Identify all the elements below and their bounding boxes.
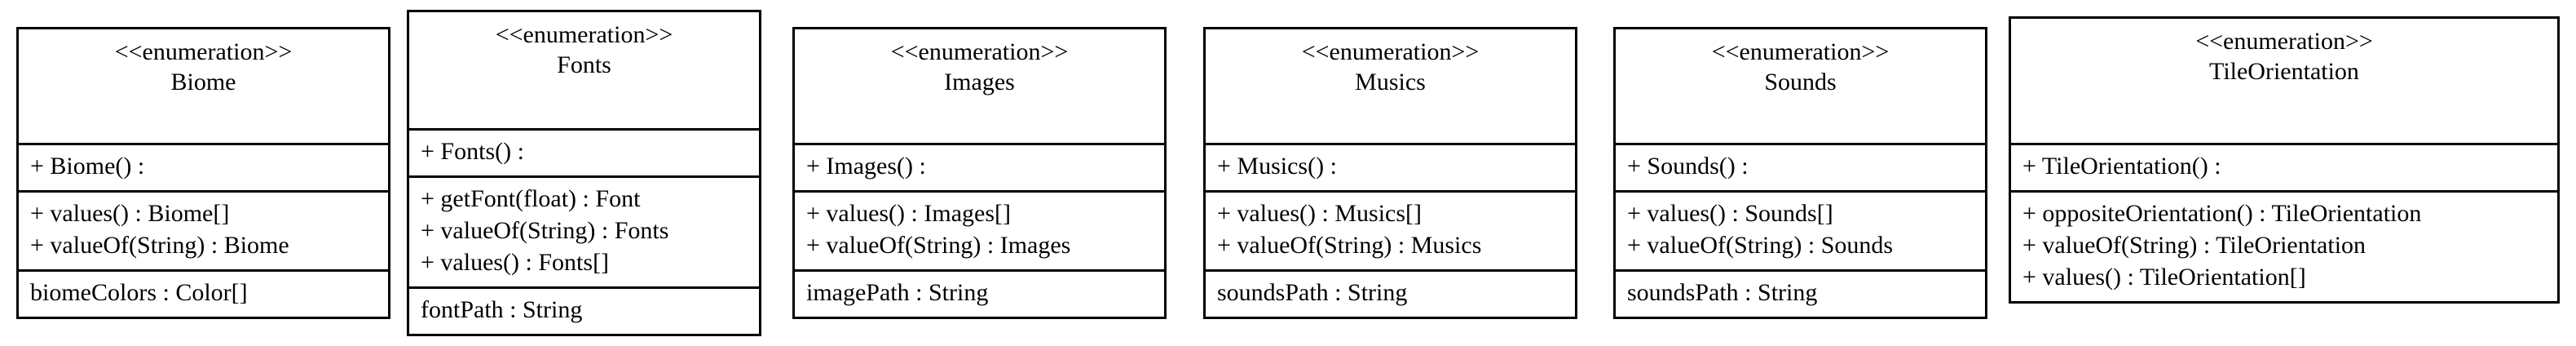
uml-class-musics[interactable]: <<enumeration>> Musics + Musics() : + value… <box>1203 27 1577 319</box>
uml-class-fonts[interactable]: <<enumeration>> Fonts + Fonts() : + getFont… <box>407 10 761 336</box>
class-stereotype: <<enumeration>> <box>1301 38 1480 65</box>
class-header-compartment: <<enumeration>> Sounds <box>1616 29 1985 145</box>
attribute-row: biomeColors : Color[] <box>30 279 248 306</box>
class-attribute-compartment: biomeColors : Color[] <box>19 272 388 317</box>
class-name: Biome <box>170 68 236 95</box>
class-attribute-compartment: fontPath : String <box>409 289 759 334</box>
method-row: + valueOf(String) : Fonts <box>421 217 669 244</box>
constructor-row: + Musics() : <box>1217 153 1337 180</box>
method-row: + oppositeOrientation() : TileOrientatio… <box>2022 200 2422 227</box>
class-header-compartment: <<enumeration>> Images <box>795 29 1164 145</box>
attribute-row: fontPath : String <box>421 296 583 323</box>
class-constructor-compartment: + Sounds() : <box>1616 145 1985 193</box>
constructor-row: + Sounds() : <box>1627 153 1749 180</box>
class-name: Sounds <box>1764 68 1837 95</box>
method-row: + values() : Musics[] <box>1217 200 1423 227</box>
method-row: + valueOf(String) : Images <box>806 232 1071 259</box>
class-method-compartment: + values() : Images[] + valueOf(String) :… <box>795 193 1164 272</box>
class-name: Fonts <box>557 51 611 78</box>
method-row: + valueOf(String) : TileOrientation <box>2022 232 2366 259</box>
method-row: + valueOf(String) : Biome <box>30 232 289 259</box>
class-constructor-compartment: + Fonts() : <box>409 131 759 178</box>
constructor-row: + TileOrientation() : <box>2022 153 2221 180</box>
uml-class-tileorientation[interactable]: <<enumeration>>TileOrientation + TileOrie… <box>2009 16 2560 304</box>
class-method-compartment: + values() : Musics[] + valueOf(String) :… <box>1206 193 1575 272</box>
method-row: + values() : Biome[] <box>30 200 230 227</box>
class-attribute-compartment: soundsPath : String <box>1616 272 1985 317</box>
class-attribute-compartment: imagePath : String <box>795 272 1164 317</box>
constructor-row: + Images() : <box>806 153 926 180</box>
class-stereotype: <<enumeration>> <box>2195 28 2373 55</box>
class-header-compartment: <<enumeration>> Biome <box>19 29 388 145</box>
class-attribute-compartment: soundsPath : String <box>1206 272 1575 317</box>
method-row: + values() : TileOrientation[] <box>2022 264 2306 291</box>
class-stereotype: <<enumeration>> <box>890 38 1069 65</box>
class-header-compartment: <<enumeration>> Fonts <box>409 12 759 131</box>
method-row: + valueOf(String) : Musics <box>1217 232 1482 259</box>
class-constructor-compartment: + Images() : <box>795 145 1164 193</box>
class-header-compartment: <<enumeration>> Musics <box>1206 29 1575 145</box>
class-method-compartment: + getFont(float) : Font + valueOf(String)… <box>409 178 759 289</box>
class-constructor-compartment: + TileOrientation() : <box>2011 145 2557 193</box>
method-row: + values() : Fonts[] <box>421 249 610 276</box>
class-method-compartment: + values() : Sounds[] + valueOf(String) :… <box>1616 193 1985 272</box>
constructor-row: + Fonts() : <box>421 138 524 165</box>
attribute-row: imagePath : String <box>806 279 989 306</box>
method-row: + valueOf(String) : Sounds <box>1627 232 1894 259</box>
uml-class-biome[interactable]: <<enumeration>> Biome + Biome() : + values(… <box>16 27 390 319</box>
class-stereotype: <<enumeration>> <box>114 38 293 65</box>
method-row: + getFont(float) : Font <box>421 185 641 212</box>
class-stereotype: <<enumeration>> <box>495 21 673 48</box>
constructor-row: + Biome() : <box>30 153 145 180</box>
class-method-compartment: + oppositeOrientation() : TileOrientatio… <box>2011 193 2557 301</box>
class-name: TileOrientation <box>2209 57 2359 85</box>
method-row: + values() : Sounds[] <box>1627 200 1833 227</box>
uml-class-sounds[interactable]: <<enumeration>> Sounds + Sounds() : + value… <box>1613 27 1987 319</box>
attribute-row: soundsPath : String <box>1627 279 1818 306</box>
class-method-compartment: + values() : Biome[] + valueOf(String) : … <box>19 193 388 272</box>
class-name: Musics <box>1355 68 1426 95</box>
class-constructor-compartment: + Musics() : <box>1206 145 1575 193</box>
class-constructor-compartment: + Biome() : <box>19 145 388 193</box>
class-header-compartment: <<enumeration>>TileOrientation <box>2011 19 2557 145</box>
method-row: + values() : Images[] <box>806 200 1011 227</box>
class-stereotype: <<enumeration>> <box>1711 38 1890 65</box>
uml-class-images[interactable]: <<enumeration>> Images + Images() : + value… <box>792 27 1167 319</box>
attribute-row: soundsPath : String <box>1217 279 1408 306</box>
class-name: Images <box>944 68 1015 95</box>
